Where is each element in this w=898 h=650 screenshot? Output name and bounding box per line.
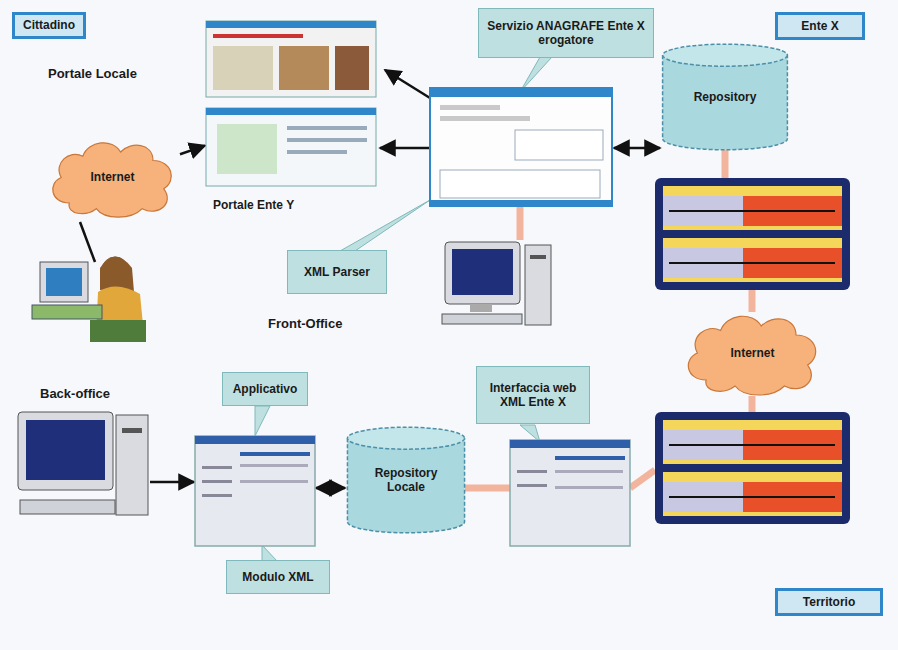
- node-text: XML Parser: [304, 265, 370, 279]
- node-text: Modulo XML: [242, 570, 313, 584]
- node-text: Servizio ANAGRAFE Ente X erogatore: [485, 19, 647, 48]
- callout-box: Modulo XML: [226, 560, 330, 594]
- portal-label: Portale Locale: [48, 66, 137, 81]
- node-text: Internet: [90, 170, 134, 184]
- node-text: Repository: [694, 90, 757, 104]
- entity-box: Ente X: [775, 12, 865, 40]
- actor-box: Cittadino: [12, 12, 86, 39]
- node-text: Internet: [730, 346, 774, 360]
- node-text: Ente X: [801, 19, 838, 33]
- repository-cylinder: Repository: [660, 42, 790, 152]
- office-label: Back-office: [40, 386, 110, 401]
- callout-box: XML Parser: [287, 250, 387, 294]
- node-text: Cittadino: [23, 18, 75, 32]
- office-label: Front-Office: [268, 316, 342, 331]
- portal-window: Portale Ente Y: [205, 20, 377, 212]
- node-text: Applicativo: [233, 382, 298, 396]
- callout-box: Interfaccia web XML Ente X: [476, 366, 590, 424]
- node-text: Portale Ente Y: [205, 198, 294, 212]
- node-text: Interfaccia web XML Ente X: [483, 381, 583, 410]
- node-text: Territorio: [803, 595, 855, 609]
- repository-cylinder: Repository Locale: [345, 425, 467, 535]
- node-text: Repository Locale: [359, 466, 453, 495]
- entity-box: Territorio: [775, 588, 883, 616]
- callout-box: Servizio ANAGRAFE Ente X erogatore: [478, 8, 654, 58]
- callout-box: Applicativo: [222, 372, 308, 406]
- network-cloud: Internet: [680, 308, 825, 398]
- network-cloud: Internet: [45, 135, 180, 220]
- connector-arrow: [180, 146, 205, 155]
- portal-screenshot: [205, 20, 377, 212]
